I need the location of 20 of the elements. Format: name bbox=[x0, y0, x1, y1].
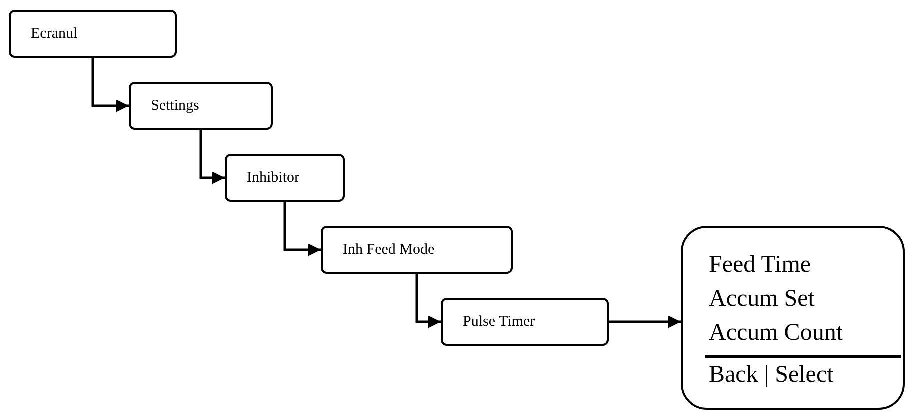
connector-arrow bbox=[609, 316, 681, 328]
connector-arrow bbox=[284, 202, 321, 256]
step-label: Inhibitor bbox=[247, 168, 300, 188]
step-box bbox=[441, 298, 609, 346]
connector-arrow bbox=[92, 58, 129, 112]
step-label: Pulse Timer bbox=[463, 312, 536, 332]
menu-item: Back | Select bbox=[709, 361, 835, 390]
step-box bbox=[225, 154, 345, 202]
step-box bbox=[129, 82, 273, 130]
menu-item: Feed Time bbox=[709, 251, 812, 280]
step-label: Inh Feed Mode bbox=[343, 240, 435, 260]
connector-arrow bbox=[416, 274, 441, 328]
menu-item: Accum Set bbox=[709, 285, 816, 314]
menu-screen-box bbox=[681, 226, 905, 410]
menu-item: Accum Count bbox=[709, 319, 844, 348]
step-box bbox=[9, 10, 177, 58]
step-label: Settings bbox=[151, 96, 200, 116]
connector-arrow bbox=[200, 130, 225, 184]
step-box bbox=[321, 226, 513, 274]
step-label: Ecranul bbox=[31, 24, 78, 44]
